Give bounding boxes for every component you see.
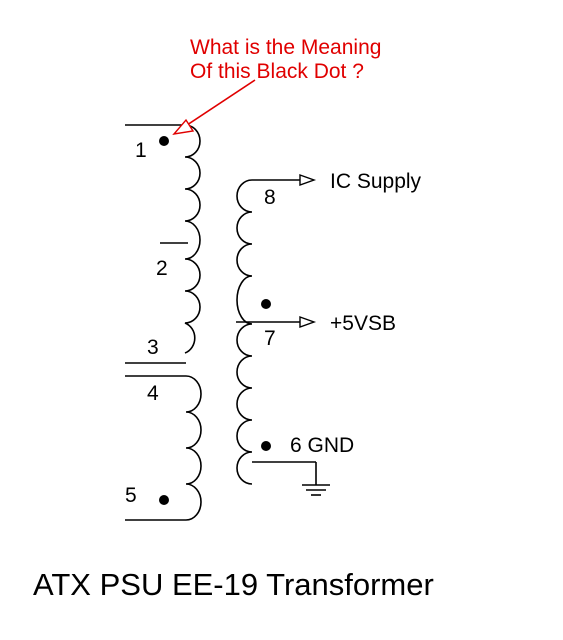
annotation-line2: Of this Black Dot ? bbox=[190, 60, 364, 83]
polarity-dot-secondary bbox=[261, 299, 271, 309]
diagram-title: ATX PSU EE-19 Transformer bbox=[33, 567, 434, 602]
primary-coil bbox=[184, 124, 201, 354]
vsb-label: +5VSB bbox=[330, 312, 396, 335]
aux-coil bbox=[185, 375, 202, 521]
annotation-arrow-icon bbox=[172, 79, 256, 135]
polarity-dot-pin5 bbox=[159, 495, 169, 505]
pin6-label: 6 GND bbox=[290, 434, 354, 457]
pin4-label: 4 bbox=[147, 382, 159, 405]
annotation-line1: What is the Meaning bbox=[190, 36, 381, 59]
ic-supply-arrow-icon bbox=[299, 174, 317, 186]
aux-winding bbox=[125, 375, 202, 521]
pin3-label: 3 bbox=[147, 336, 159, 359]
pin2-label: 2 bbox=[156, 257, 168, 280]
vsb-arrow-icon bbox=[299, 316, 317, 328]
ground-icon bbox=[302, 484, 330, 496]
pin5-label: 5 bbox=[125, 484, 137, 507]
polarity-dot-pin1 bbox=[159, 136, 169, 146]
primary-winding bbox=[125, 124, 201, 364]
secondary-coil bbox=[236, 179, 253, 485]
secondary-winding bbox=[236, 174, 317, 485]
ic-supply-label: IC Supply bbox=[330, 170, 422, 193]
pin7-label: 7 bbox=[264, 327, 276, 350]
pin1-label: 1 bbox=[135, 139, 147, 162]
polarity-dot-pin6 bbox=[261, 441, 271, 451]
pin8-label: 8 bbox=[264, 186, 276, 209]
